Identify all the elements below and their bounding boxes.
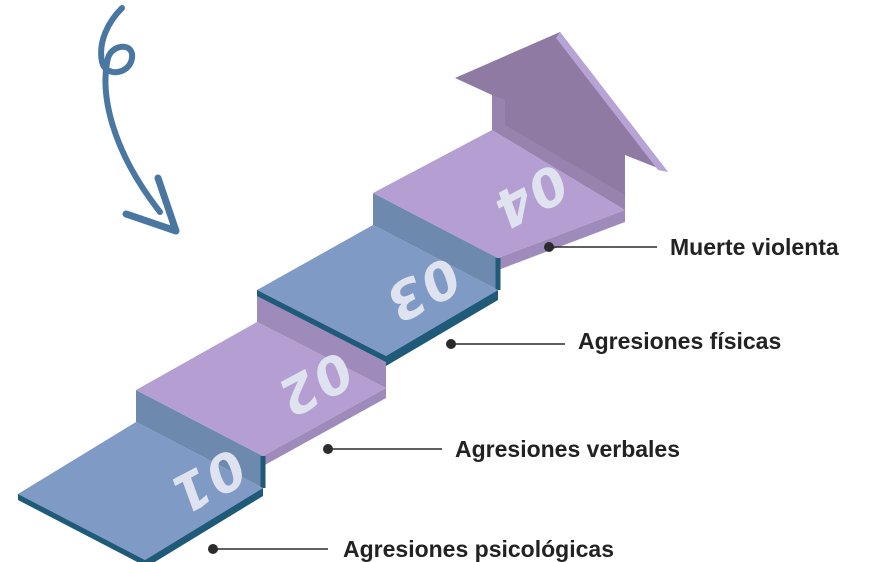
label-group-03: Agresiones físicas [446, 328, 781, 354]
label-group-02: Agresiones verbales [323, 436, 680, 462]
step-04: 04 [373, 130, 625, 290]
step-label-02: Agresiones verbales [455, 436, 680, 462]
label-group-01: Agresiones psicológicas [208, 536, 614, 562]
top-arrow [455, 32, 668, 210]
step-label-01: Agresiones psicológicas [343, 536, 614, 562]
step-label-03: Agresiones físicas [578, 328, 781, 354]
label-group-04: Muerte violenta [544, 234, 839, 260]
step-label-04: Muerte violenta [670, 234, 839, 260]
step-01: 01 [18, 422, 263, 562]
step-03: 03 [257, 225, 498, 388]
curly-arrow-icon [98, 5, 180, 235]
step-02: 02 [136, 322, 386, 488]
